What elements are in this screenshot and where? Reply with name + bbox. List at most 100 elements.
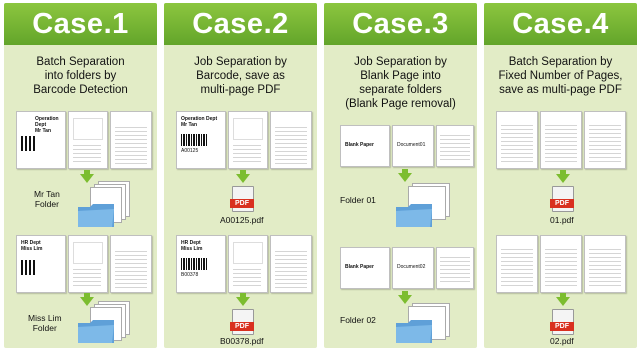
label-line: Folder — [32, 323, 57, 333]
desc-line: Job Separation by — [354, 56, 447, 68]
doc-dept-label: Operation Dept — [35, 116, 59, 128]
output-filename: B00378.pdf — [220, 336, 264, 346]
label-line: Folder — [34, 199, 59, 209]
desc-line: Fixed Number of Pages, — [498, 70, 623, 82]
document-page — [436, 247, 474, 289]
case-4-description: Batch Separation by Fixed Number of Page… — [488, 55, 633, 97]
case-4-title: Case.4 — [484, 3, 637, 45]
case-3-panel: Case.3 Job Separation by Blank Page into… — [324, 3, 477, 348]
down-arrow-icon — [80, 174, 94, 183]
document-page — [436, 125, 474, 167]
doc-name-label: Miss Lim — [21, 246, 43, 252]
doc-dept-label: HR Dept — [21, 240, 41, 246]
pdf-tag: PDF — [230, 199, 254, 208]
document-page — [68, 111, 108, 169]
desc-line: separate folders — [359, 84, 442, 96]
desc-line: Batch Separation — [36, 56, 125, 68]
desc-line: save as multi-page PDF — [499, 84, 622, 96]
case-2-description: Job Separation by Barcode, save as multi… — [168, 55, 313, 97]
chart-thumbnail-icon — [73, 242, 103, 264]
document-page — [496, 235, 538, 293]
desc-line: Batch Separation by — [508, 56, 613, 68]
desc-line: Barcode, save as — [196, 70, 285, 82]
text-lines — [545, 246, 577, 288]
barcode-icon — [181, 134, 207, 146]
doc-name-label: Mr Tan — [35, 128, 52, 134]
text-lines — [589, 122, 621, 164]
pdf-tag: PDF — [230, 322, 254, 331]
label-line: Miss Lim — [28, 313, 62, 323]
text-lines — [233, 142, 261, 164]
desc-line: multi-page PDF — [200, 84, 281, 96]
document-page — [68, 235, 108, 293]
output-folder-label: Folder 01 — [340, 195, 376, 205]
text-lines — [233, 266, 261, 288]
barcode-value: B00378 — [181, 272, 199, 278]
down-arrow-icon — [556, 297, 570, 306]
chart-thumbnail-icon — [233, 118, 263, 140]
document-page — [228, 111, 268, 169]
document-page — [496, 111, 538, 169]
down-arrow-icon — [556, 174, 570, 183]
document-page — [540, 111, 582, 169]
document-page — [270, 235, 312, 293]
doc-name-label: Miss Lim — [181, 246, 203, 252]
qr-code-icon — [21, 260, 36, 275]
pdf-file-icon: PDF — [230, 186, 254, 212]
folder-icon — [78, 204, 114, 227]
blank-paper-label: Blank Paper — [345, 142, 374, 148]
desc-line: (Blank Page removal) — [345, 98, 456, 110]
folder-icon — [396, 320, 432, 343]
document-page — [110, 235, 152, 293]
barcode-value: A00125 — [181, 148, 199, 154]
case-1-panel: Case.1 Batch Separation into folders by … — [4, 3, 157, 348]
chart-thumbnail-icon — [233, 242, 263, 264]
case-3-title: Case.3 — [324, 3, 477, 45]
text-lines — [73, 142, 101, 164]
pdf-file-icon: PDF — [550, 309, 574, 335]
blank-paper-label: Blank Paper — [345, 264, 374, 270]
desc-line: Blank Page into — [360, 70, 441, 82]
down-arrow-icon — [398, 173, 412, 182]
case-1-title: Case.1 — [4, 3, 157, 45]
text-lines — [545, 122, 577, 164]
desc-line: Job Separation by — [194, 56, 287, 68]
blank-paper-page: Blank Paper — [340, 125, 390, 167]
document-page — [270, 111, 312, 169]
document-page: Document01 — [392, 125, 434, 167]
case-2-panel: Case.2 Job Separation by Barcode, save a… — [164, 3, 317, 348]
case-4-panel: Case.4 Batch Separation by Fixed Number … — [484, 3, 637, 348]
text-lines — [115, 124, 147, 164]
case-3-description: Job Separation by Blank Page into separa… — [328, 55, 473, 111]
text-lines — [115, 248, 147, 288]
document-page — [584, 111, 626, 169]
document-page — [110, 111, 152, 169]
pdf-tag: PDF — [550, 199, 574, 208]
text-lines — [275, 124, 307, 164]
case-2-title: Case.2 — [164, 3, 317, 45]
output-folder-label: Folder 02 — [340, 315, 376, 325]
doc-name-label: Mr Tan — [181, 122, 198, 128]
chart-thumbnail-icon — [73, 118, 103, 140]
case-1-description: Batch Separation into folders by Barcode… — [8, 55, 153, 97]
document-label: Document02 — [397, 264, 426, 270]
desc-line: into folders by — [44, 70, 117, 82]
blank-paper-page: Blank Paper — [340, 247, 390, 289]
text-lines — [501, 246, 533, 288]
output-filename: 01.pdf — [550, 215, 574, 225]
down-arrow-icon — [398, 295, 412, 304]
pdf-file-icon: PDF — [550, 186, 574, 212]
folder-icon — [78, 320, 114, 343]
down-arrow-icon — [236, 297, 250, 306]
down-arrow-icon — [80, 297, 94, 306]
barcode-icon — [181, 258, 207, 270]
document-label: Document01 — [397, 142, 426, 148]
label-line: Mr Tan — [34, 189, 60, 199]
